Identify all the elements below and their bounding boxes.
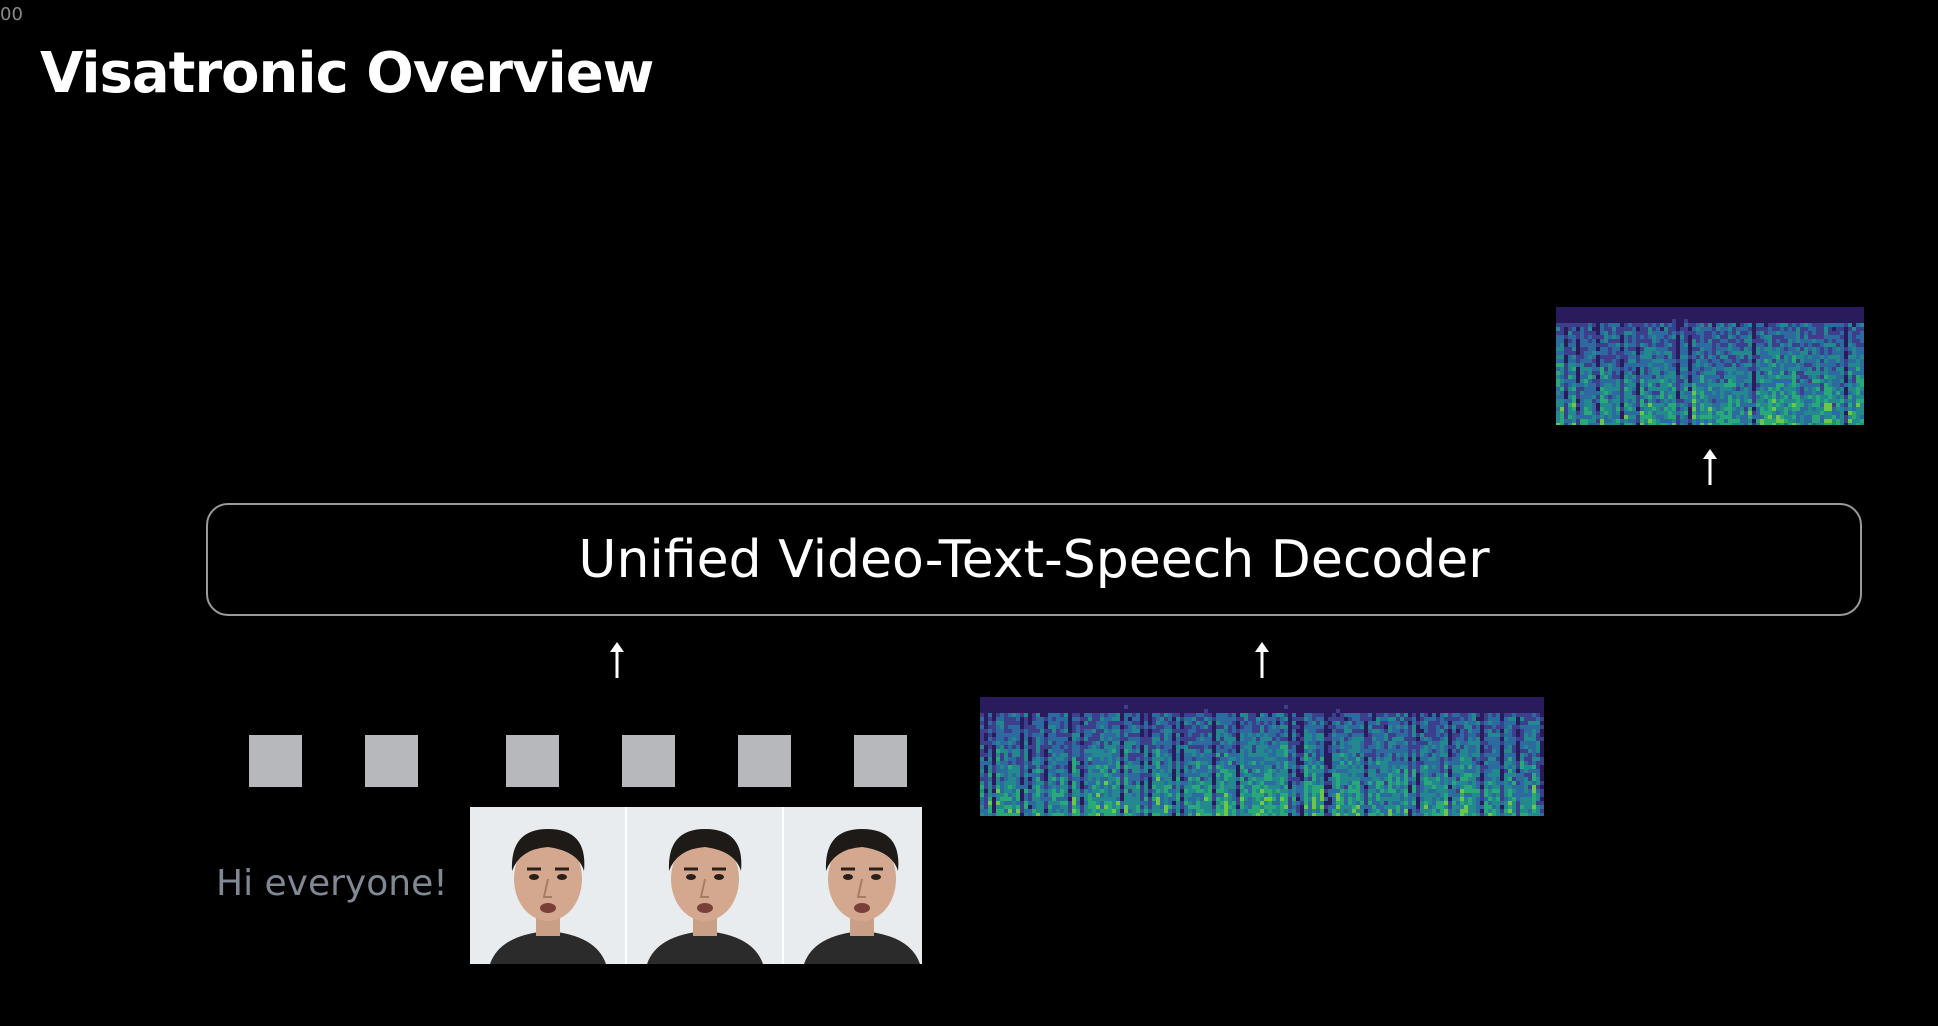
corner-label: 00 <box>0 4 23 25</box>
video-frame <box>627 807 784 964</box>
text-token <box>365 735 418 787</box>
decoder-label: Unified Video-Text-Speech Decoder <box>578 529 1490 590</box>
up-arrow-icon <box>1252 640 1272 680</box>
input-speech-spectrogram <box>980 697 1544 816</box>
spectrogram-texture <box>1556 307 1864 425</box>
up-arrow-icon <box>1700 447 1720 487</box>
unified-decoder-block: Unified Video-Text-Speech Decoder <box>206 503 1862 616</box>
video-frame <box>784 807 922 964</box>
video-token <box>506 735 559 787</box>
text-token <box>249 735 302 787</box>
up-arrow-icon <box>607 640 627 680</box>
text-input-label: Hi everyone! <box>216 863 448 904</box>
spectrogram-texture <box>980 697 1544 816</box>
slide-title: Visatronic Overview <box>40 41 654 106</box>
video-frame <box>470 807 627 964</box>
video-token <box>738 735 791 787</box>
output-speech-spectrogram <box>1556 307 1864 425</box>
video-frames <box>470 807 922 964</box>
video-token <box>622 735 675 787</box>
video-token <box>854 735 907 787</box>
